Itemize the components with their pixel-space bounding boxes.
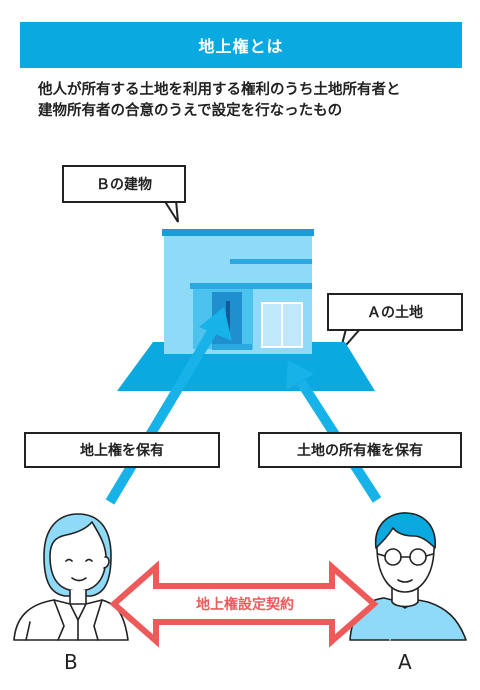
building-callout-tail xyxy=(162,199,179,223)
person-a-man xyxy=(349,512,467,641)
building-label: Ｂの建物 xyxy=(96,177,152,193)
land-ownership-label: 土地の所有権を保有 xyxy=(297,443,423,459)
contract-double-arrow xyxy=(109,560,379,648)
arrow-b-to-building-shaft xyxy=(105,327,218,505)
person-b-woman xyxy=(13,513,129,641)
person-b-label: B xyxy=(64,650,78,674)
description-line-1: 他人が所有する土地を利用する権利のうち土地所有者と xyxy=(38,82,401,98)
building-callout: Ｂの建物 xyxy=(62,165,186,203)
page-title: 地上権とは xyxy=(20,22,462,68)
arrow-b-to-building-head xyxy=(199,307,232,341)
description: 他人が所有する土地を利用する権利のうち土地所有者と 建物所有者の合意のうえで設定… xyxy=(38,80,458,122)
land-callout: Ａの土地 xyxy=(327,293,463,331)
surface-right-box: 地上権を保有 xyxy=(24,432,220,468)
description-line-2: 建物所有者の合意のうえで設定を行なったもの xyxy=(38,103,343,119)
person-a-label: A xyxy=(398,650,412,674)
arrow-a-to-land-head xyxy=(286,360,314,390)
land-ownership-box: 土地の所有権を保有 xyxy=(258,432,462,468)
page-title-text: 地上権とは xyxy=(198,37,284,56)
contract-label: 地上権設定契約 xyxy=(196,597,294,613)
land-label: Ａの土地 xyxy=(367,305,423,321)
surface-right-label: 地上権を保有 xyxy=(80,443,164,459)
building-illustration xyxy=(162,229,314,354)
